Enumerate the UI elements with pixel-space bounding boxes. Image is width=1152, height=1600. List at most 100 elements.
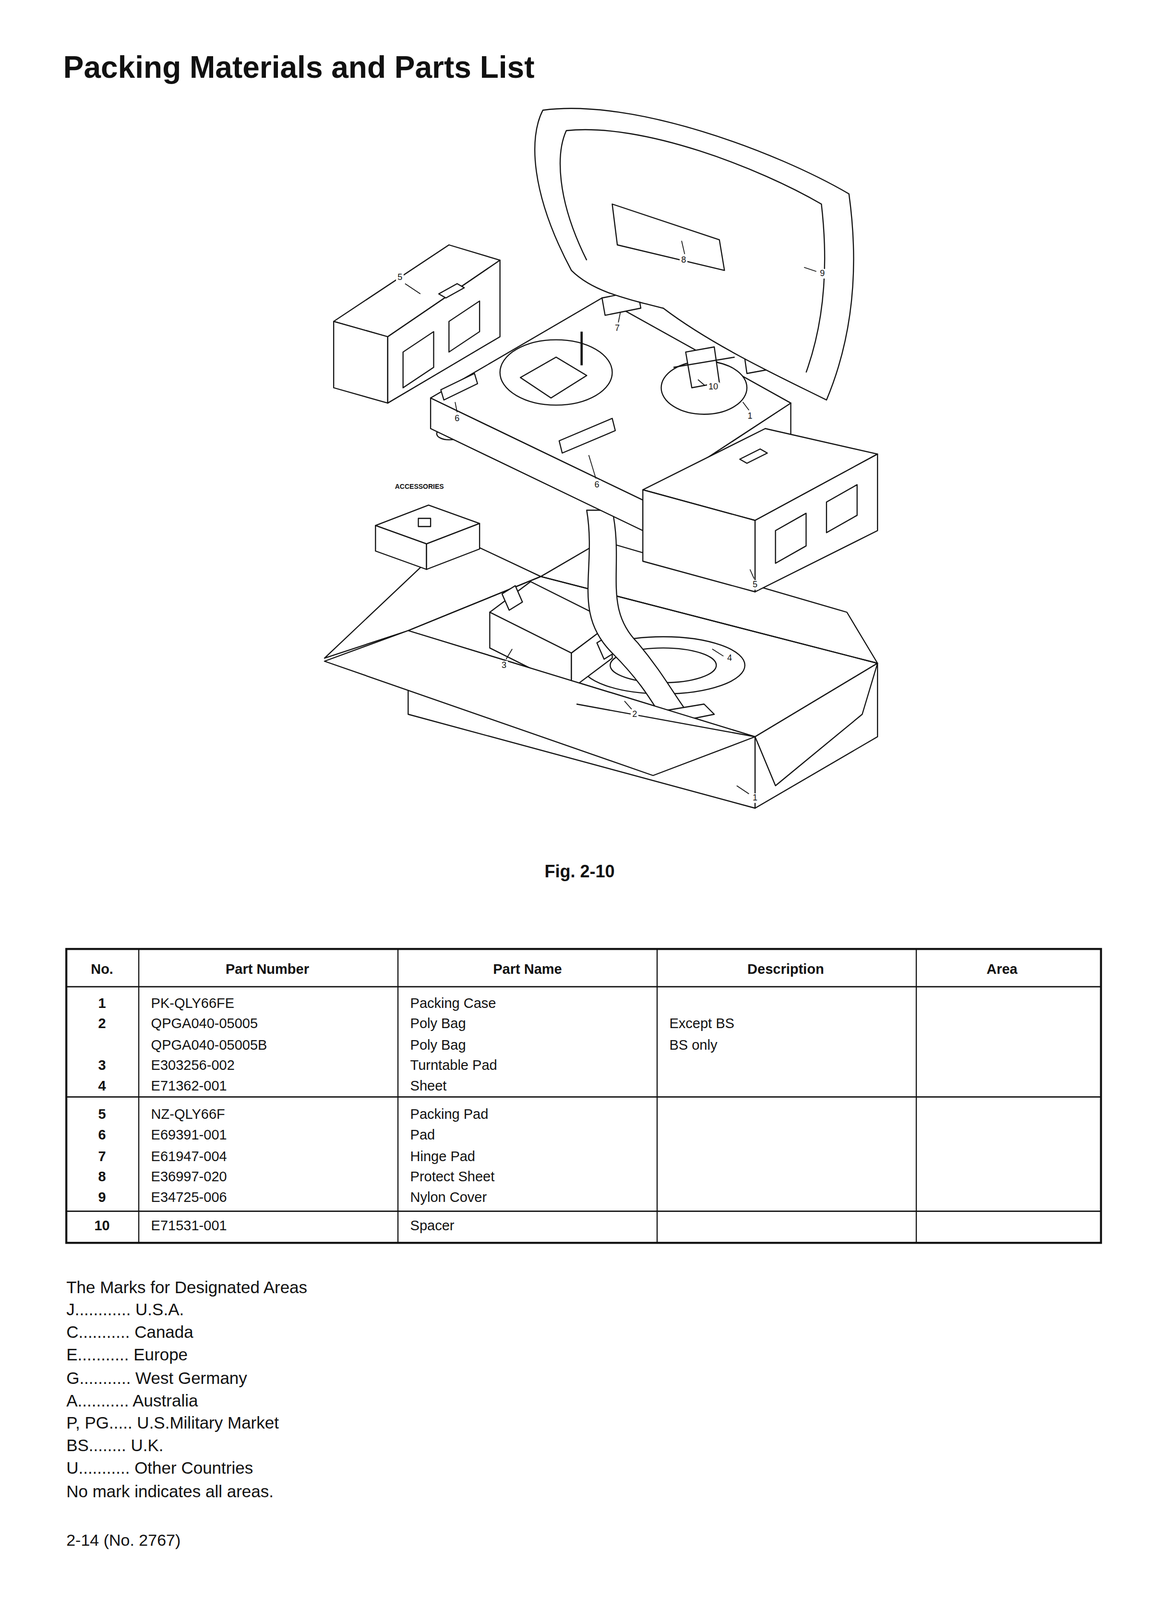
accessories-box (426, 523, 480, 570)
table-cell: 7 (97, 1148, 106, 1164)
accessories-box (375, 525, 427, 569)
callout-number: 5 (396, 272, 404, 283)
table-cell: E34725-006 (151, 1189, 228, 1205)
carton-face (755, 662, 878, 808)
table-cell: 2 (97, 1015, 106, 1032)
area-mark: U........... Other Countries (66, 1458, 253, 1477)
leader-line (749, 569, 755, 579)
pad-arrow (739, 448, 768, 464)
carton-flap (755, 662, 878, 786)
table-rule (138, 948, 140, 1243)
table-cell: 3 (97, 1057, 106, 1073)
figure-caption: Fig. 2-10 (544, 862, 615, 882)
table-cell: E71362-001 (151, 1078, 228, 1094)
table-rule (66, 1095, 1102, 1098)
area-mark: C........... Canada (66, 1322, 194, 1342)
leader-line (736, 785, 750, 794)
carton-flap (324, 630, 756, 776)
motor-cover (520, 357, 587, 398)
cover-edge (560, 129, 825, 373)
table-cell: BS only (669, 1037, 718, 1053)
table-cell: 6 (97, 1127, 106, 1143)
box-tab (418, 518, 432, 527)
leader-line (455, 401, 457, 412)
page-footer: 2-14 (No. 2767) (66, 1530, 181, 1549)
callout-number: 6 (593, 480, 601, 490)
callout-number: 2 (630, 709, 639, 720)
table-header: Part Name (492, 961, 562, 978)
packing-pad (755, 454, 878, 592)
control-panel (440, 373, 478, 400)
callout-number: 4 (725, 653, 734, 663)
table-cell: 10 (94, 1217, 110, 1234)
callout-number: 3 (500, 660, 508, 671)
table-cell: Poly Bag (410, 1015, 467, 1032)
nylon-cover (534, 108, 854, 400)
table-cell: E36997-020 (151, 1168, 228, 1185)
pad-cutout (403, 331, 434, 388)
table-cell: Except BS (669, 1015, 735, 1032)
area-note: No mark indicates all areas. (66, 1481, 274, 1501)
table-cell: QPGA040-05005 (151, 1015, 258, 1032)
leader-line (618, 312, 621, 323)
area-mark: E........... Europe (66, 1344, 188, 1364)
table-rule (656, 948, 658, 1243)
table-cell: Turntable Pad (410, 1057, 498, 1073)
platter (500, 339, 613, 406)
table-cell: Sheet (410, 1078, 447, 1094)
table-cell: Spacer (410, 1217, 455, 1234)
table-cell: E61947-004 (151, 1148, 228, 1164)
callout-number: 1 (745, 411, 754, 421)
table-header: Part Number (225, 961, 310, 978)
packing-pad (333, 321, 388, 403)
leader-line (743, 401, 750, 410)
table-cell: Packing Case (410, 995, 497, 1011)
table-cell: Hinge Pad (410, 1148, 476, 1164)
callout-number: 7 (613, 324, 622, 334)
callout-number: 8 (679, 255, 688, 265)
table-cell: Protect Sheet (410, 1168, 495, 1185)
table-cell: 9 (97, 1189, 106, 1205)
leader-line (405, 283, 421, 294)
table-header: No. (90, 961, 114, 978)
table-cell: QPGA040-05005B (151, 1037, 268, 1053)
pad-arrow (438, 283, 465, 299)
table-cell: Poly Bag (410, 1037, 467, 1053)
cartridge (685, 347, 720, 388)
page-title: Packing Materials and Parts List (63, 50, 535, 84)
area-mark: BS........ U.K. (66, 1435, 164, 1455)
callout-number: 1 (751, 792, 759, 803)
table-rule (915, 948, 917, 1243)
table-cell: 4 (97, 1078, 106, 1094)
area-mark: G........... West Germany (66, 1368, 248, 1388)
table-cell: 5 (97, 1106, 106, 1122)
table-cell: E71531-001 (151, 1217, 228, 1234)
table-cell: E303256-002 (151, 1057, 235, 1073)
tonearm (673, 357, 735, 368)
pad-cutout (826, 484, 858, 533)
leader-line (505, 648, 513, 660)
table-cell: E69391-001 (151, 1127, 228, 1143)
table-cell: Pad (410, 1127, 436, 1143)
area-mark: P, PG..... U.S.Military Market (66, 1413, 279, 1432)
area-heading: The Marks for Designated Areas (66, 1277, 308, 1296)
table-border (66, 948, 1102, 1243)
area-mark: J............ U.S.A. (66, 1299, 184, 1319)
table-cell: 8 (97, 1168, 106, 1185)
table-rule (66, 1210, 1102, 1212)
callout-number: 9 (818, 268, 827, 279)
leader-line (712, 648, 724, 657)
protect-sheet (612, 204, 725, 271)
leader-line (697, 379, 706, 386)
area-mark: A........... Australia (66, 1390, 198, 1410)
callout-number: 5 (751, 579, 759, 590)
table-cell: Nylon Cover (410, 1189, 488, 1205)
leader-line (681, 240, 685, 255)
table-header: Area (986, 961, 1018, 978)
pad-cutout (775, 513, 807, 564)
table-rule (397, 948, 399, 1243)
control-panel (559, 418, 616, 453)
pad-block (502, 585, 523, 611)
flap-fold (576, 703, 756, 737)
spindle (580, 331, 583, 366)
